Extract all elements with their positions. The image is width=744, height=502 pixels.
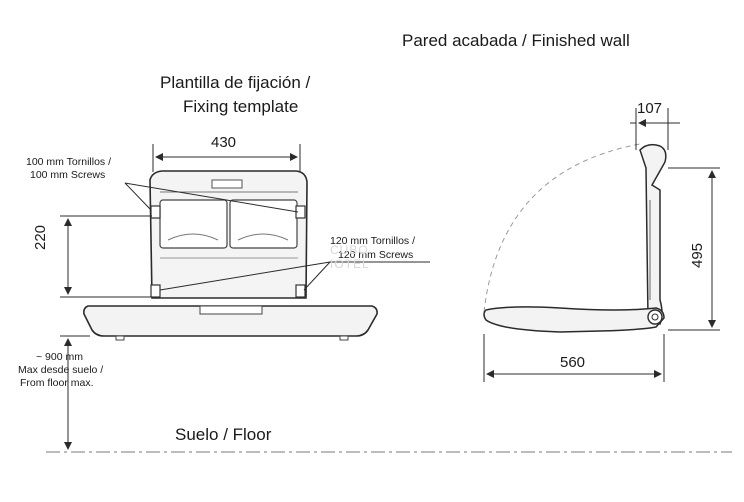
template-label-line1: Plantilla de fijación /: [160, 73, 311, 92]
screw-hole-upper-left: [150, 205, 161, 219]
dim-430-label: 430: [211, 134, 237, 151]
dim-560-label: 560: [560, 354, 586, 371]
screw-hole-lower-right: [295, 284, 306, 298]
screws-upper-line1: 100 mm Tornillos /: [26, 156, 112, 168]
front-dispenser-right: [229, 199, 298, 249]
swing-arc: [483, 143, 641, 313]
side-table: [483, 306, 665, 333]
front-handle-recess: [199, 305, 263, 315]
floor-note-line3: From floor max.: [20, 377, 94, 389]
front-table-bed: [83, 305, 378, 337]
wall-label: Pared acabada / Finished wall: [402, 31, 630, 50]
dim-495-label: 495: [689, 242, 706, 268]
dim-220-label: 220: [32, 224, 49, 250]
screws-lower-line2: 120 mm Screws: [338, 249, 414, 261]
floor-label: Suelo / Floor: [175, 425, 272, 444]
floor-note-line1: ~ 900 mm: [36, 351, 83, 363]
template-label-line2: Fixing template: [183, 97, 299, 116]
screws-upper-line2: 100 mm Screws: [30, 169, 106, 181]
watermark: CUBO IOTEL: [330, 243, 370, 271]
side-body: [639, 143, 667, 326]
dim-107-label: 107: [637, 100, 663, 117]
screws-lower-line1: 120 mm Tornillos /: [330, 235, 416, 247]
screw-hole-lower-left: [150, 284, 161, 298]
front-dispenser-left: [159, 199, 228, 249]
front-top-slot: [211, 179, 243, 189]
floor-note-line2: Max desde suelo /: [18, 364, 104, 376]
